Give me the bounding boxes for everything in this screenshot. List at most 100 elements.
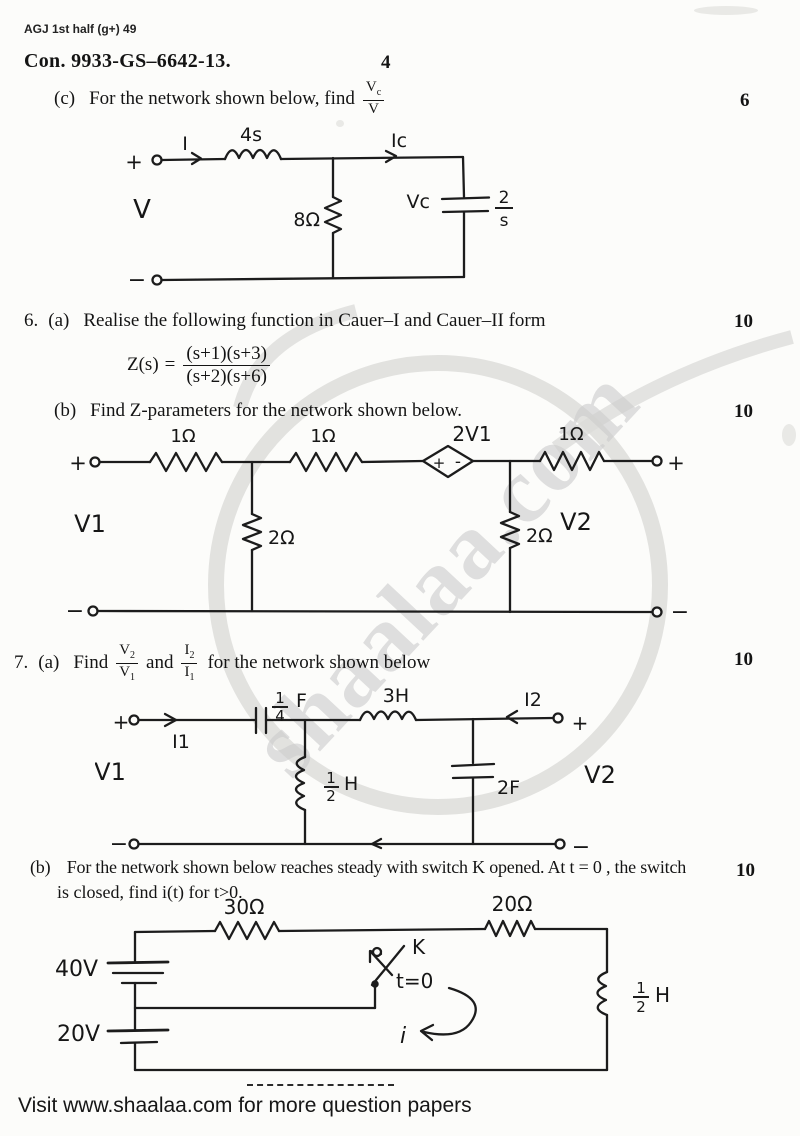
circuit-2-diagram: + + − − 1Ω 1Ω 1Ω 2V1 + - 2Ω 2Ω V1 V2 [66,425,689,625]
footer-text: Visit www.shaalaa.com for more question … [18,1094,472,1117]
q7a-find: Find [73,652,109,673]
ind-value-den: 2 [326,787,336,805]
current-arrowhead [190,151,203,166]
q7b-text-line2: is closed, find i(t) for t>0. [57,882,243,902]
wire [461,155,466,199]
question-6b-text: (b) Find Z-parameters for the network sh… [54,400,462,422]
switch-time-label: t=0 [396,969,433,993]
plus-sign: + [69,451,87,475]
ind-unit: H [655,983,670,1007]
q7a-label: (a) [38,652,60,673]
cap-unit: F [296,690,307,712]
shunt-cap-label: 2F [497,777,520,799]
terminal [128,838,140,850]
current-label: i [400,1024,406,1049]
question-7a-text: 7. (a) Find V2 V1 and I2 I1 for the netw… [14,640,430,686]
minus-sign: − [128,268,146,293]
terminal [151,154,163,166]
q5c-marks: 6 [740,90,750,111]
plus-sign: + [667,451,685,475]
dep-plus: + [433,454,446,472]
formula-fraction: (s+1)(s+3) (s+2)(s+6) [183,344,270,387]
inductor-half-h [596,970,609,1017]
q6b-marks: 10 [734,401,753,422]
plus-sign: + [572,711,589,735]
q5c-prompt: For the network shown below, find [89,88,355,109]
q5c-label: (c) [54,88,76,109]
resistor-1ohm-a [148,451,224,473]
dependent-source-diamond [421,444,475,479]
cap-current-arrowhead [384,149,398,164]
resistor-8ohm [323,195,343,235]
capacitor-plate [440,196,491,201]
circuit-3-wires [128,706,566,850]
port-voltage-label: V2 [584,761,616,789]
terminal [554,838,566,850]
q7b-marks: 10 [736,860,755,881]
formula-lhs: Z(s) [127,354,159,376]
wire [279,155,465,161]
q7a-fraction-i: I2 I1 [181,642,198,683]
switch-label: K [412,935,426,959]
terminal [151,274,163,286]
current-arrowhead [505,709,519,725]
resistor-1ohm-c [538,450,606,472]
current-label: I2 [524,689,542,711]
port-voltage-label: V1 [74,510,106,538]
current-label: I [182,133,188,155]
page-number: 4 [381,52,391,73]
question-7b-line1: (b) For the network shown below reaches … [30,857,686,878]
terminal [128,714,140,726]
resistor-2ohm-a [241,512,263,552]
wire [133,929,217,934]
battery-20v-plate [106,1028,170,1033]
cap-value-den: s [500,211,509,231]
dep-minus: - [455,452,461,472]
resistor-label: 20Ω [492,893,533,916]
question-5c-text: (c) For the network shown below, find Vc… [54,78,385,120]
battery-40v-plate [106,960,170,965]
scan-smudge [694,6,758,15]
terminal [89,456,101,468]
source-label: V [133,195,151,225]
ind-value-num: 1 [326,769,336,787]
current-loop-arrowhead [419,1023,435,1042]
circuit-4-wires [106,919,609,1072]
minus-sign: − [66,599,84,624]
inductor-3h [358,710,418,722]
cap-value-num: 2 [499,188,510,208]
circuit-1-wires [151,148,491,286]
wire [414,716,555,722]
q6a-label: (a) [48,310,70,331]
plus-sign: + [113,710,130,734]
cap-value-den: 4 [275,707,285,725]
switch-terminal [371,946,383,958]
inductor-half-h [294,755,307,812]
cap-value-num: 1 [275,689,285,707]
q7b-label: (b) [30,857,51,877]
current-label: I1 [172,731,190,753]
terminal [651,606,663,618]
q7a-marks: 10 [734,649,753,670]
resistor-label: 8Ω [293,209,320,231]
resistor-label: 1Ω [558,425,583,445]
plus-sign: + [125,150,143,174]
terminal [552,712,564,724]
question-6a-text: 6. (a) Realise the following function in… [24,310,546,332]
q7b-text-line1: For the network shown below reaches stea… [66,857,687,877]
q6b-prompt: Find Z-parameters for the network shown … [90,400,462,421]
wire [277,927,487,933]
cap-voltage-label: Vc [407,191,430,213]
cap-current-label: Ic [391,130,407,152]
scan-smudge [336,120,344,127]
inductor-label: 3H [383,686,409,707]
shunt-resistor-label: 2Ω [268,527,295,549]
question-7b-line2: is closed, find i(t) for t>0. [57,882,243,903]
battery-label: 20V [57,1022,100,1047]
battery-20v-plate [119,1040,159,1045]
minus-sign: − [671,600,689,625]
q6-number: 6. [24,310,39,331]
circuit-1-diagram: + − V I 4s Ic 8Ω Vc 2 s [125,124,513,293]
